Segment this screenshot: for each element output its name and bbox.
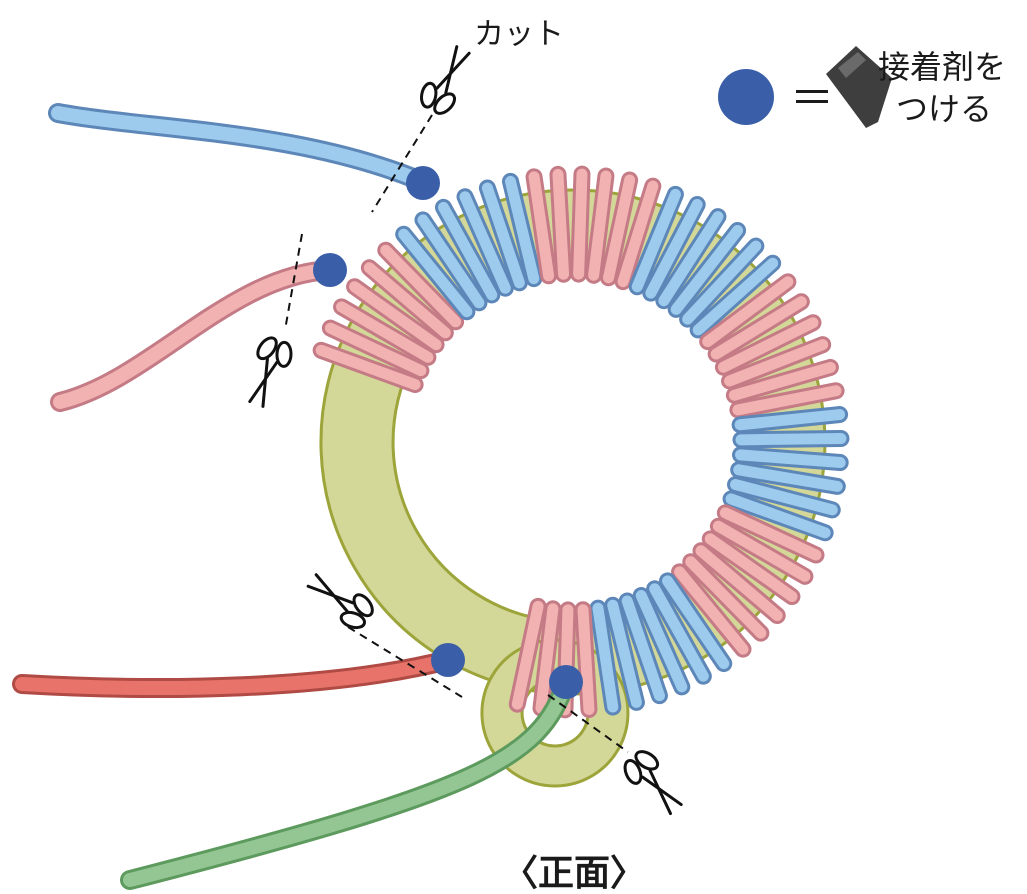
winding-turn [528,171,555,282]
winding-turn [552,168,570,280]
winding-turn [704,533,798,603]
glue-dot-icon [549,665,583,699]
winding-turn [437,201,498,301]
legend-text-line1: 接着剤を [878,48,1006,86]
winding-turn [682,240,762,325]
winding-turn [717,317,819,373]
winding-turn [349,281,442,351]
winding-turn [670,224,744,315]
winding-turn [417,214,485,309]
winding-turn [734,409,846,431]
windings [312,165,850,719]
winding-turn [730,479,838,516]
legend: ＝ 接着剤を つける [718,46,1006,128]
winding-turn [617,180,659,288]
winding-turn [588,170,612,281]
pink-lead-wire [50,260,340,412]
winding-turn [459,191,511,294]
glue-dot-icon [406,166,440,200]
winding-turn [702,276,794,348]
winding-turn [695,545,783,622]
cut-label: カット [474,17,564,52]
equals-sign: ＝ [790,73,834,124]
winding-turn [631,188,681,293]
winding-turn [363,262,451,339]
winding-turn [685,556,767,639]
winding-turn [724,339,829,387]
scissors-icon [614,741,693,823]
legend-text-line2: つける [896,90,992,128]
winding-turn [719,507,822,561]
winding-turn [732,385,842,416]
winding-turn [725,493,831,539]
winding-turn [662,575,730,670]
winding-turn [324,322,427,377]
winding-turn [621,595,665,702]
blue-lead-wire [48,103,433,192]
winding-turn [602,174,636,284]
winding-turn [592,602,619,713]
winding-turn [398,228,473,318]
winding-turn [692,257,779,336]
winding-turn [380,244,462,328]
scissors-icon [236,330,300,413]
winding-turn [607,599,642,708]
winding-turn [735,433,847,446]
winding-turn [511,600,544,710]
winding-turn [645,199,703,299]
winding-turn [733,464,843,492]
winding-turn [504,175,540,285]
glue-dot-icon [718,69,774,125]
winding-turn [315,344,421,391]
green-lead-wire [120,672,576,890]
winding-turn [649,583,709,682]
lead-wires [12,103,576,890]
winding-turn [635,590,688,693]
glue-dot-icon [313,253,347,287]
winding-turn [535,603,559,714]
winding-turn [674,566,749,655]
view-label: 〈正面〉 [502,853,646,894]
glue-dot-icon [431,643,465,677]
winding-turn [712,520,811,582]
winding-turn [710,296,807,360]
red-lead-wire [12,650,458,698]
glue-tube-icon [826,46,892,128]
glue-dots [313,166,583,699]
winding-turn [573,168,588,280]
winding-turn [728,361,836,401]
scissors-icon [411,39,482,123]
winding-turn [481,182,525,289]
cut-lines [284,114,629,753]
winding-turn [735,449,846,469]
winding-turn [658,211,724,307]
winding-turn [336,301,434,363]
winding-turn [577,604,595,716]
